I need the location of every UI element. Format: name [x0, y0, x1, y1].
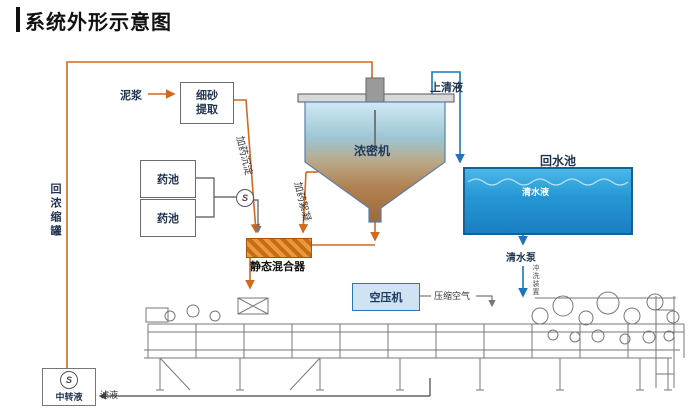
- chem-pool-1-box: 药池: [140, 160, 196, 198]
- clear-water-label: 清水液: [522, 187, 550, 197]
- air-compressor-box: 空压机: [352, 283, 420, 311]
- chem-pool-1-label: 药池: [157, 174, 179, 186]
- flush-device-label: 冲洗装置: [532, 264, 539, 296]
- thickener-label: 浓密机: [354, 144, 391, 158]
- return-water-pool: [463, 167, 633, 235]
- dosing-pump-icon: S: [236, 189, 254, 207]
- fine-sand-extraction-label: 细砂提取: [196, 89, 218, 116]
- air-compressor-label: 空压机: [369, 292, 403, 304]
- fine-sand-extraction-box: 细砂提取: [180, 82, 234, 124]
- page-title: 系统外形示意图: [25, 12, 172, 34]
- static-mixer-label: 静态混合器: [250, 261, 305, 273]
- transfer-liquid-label: 中转液: [55, 392, 83, 402]
- transfer-liquid-box: S 中转液: [42, 368, 96, 406]
- filtrate-label: 滤液: [100, 390, 119, 400]
- pump-symbol: S: [241, 193, 248, 203]
- mud-label: 泥浆: [120, 90, 142, 102]
- chem-pool-2-box: 药池: [140, 199, 196, 237]
- pump-symbol: S: [65, 375, 72, 385]
- chem-pipe: [194, 177, 262, 234]
- transfer-pump-icon: S: [60, 371, 78, 389]
- compressed-air-label: 压缩空气: [434, 291, 471, 301]
- orange-pipes: [66, 61, 380, 368]
- return-pool-label: 回水池: [540, 154, 577, 168]
- blue-pipes: [431, 71, 528, 298]
- belt-filter-press: [144, 291, 685, 391]
- filtrate-pipe: [98, 378, 431, 400]
- supernatant-label: 上清液: [430, 82, 463, 94]
- clean-water-pump-label: 清水泵: [506, 253, 536, 264]
- static-mixer-body: [246, 238, 312, 258]
- air-pipe: [418, 295, 496, 308]
- return-concentrate-tank-label: 回浓缩罐: [49, 183, 61, 239]
- chem-pool-2-label: 药池: [157, 213, 179, 225]
- thickener-tank: [297, 77, 455, 223]
- title-bar: [16, 7, 20, 32]
